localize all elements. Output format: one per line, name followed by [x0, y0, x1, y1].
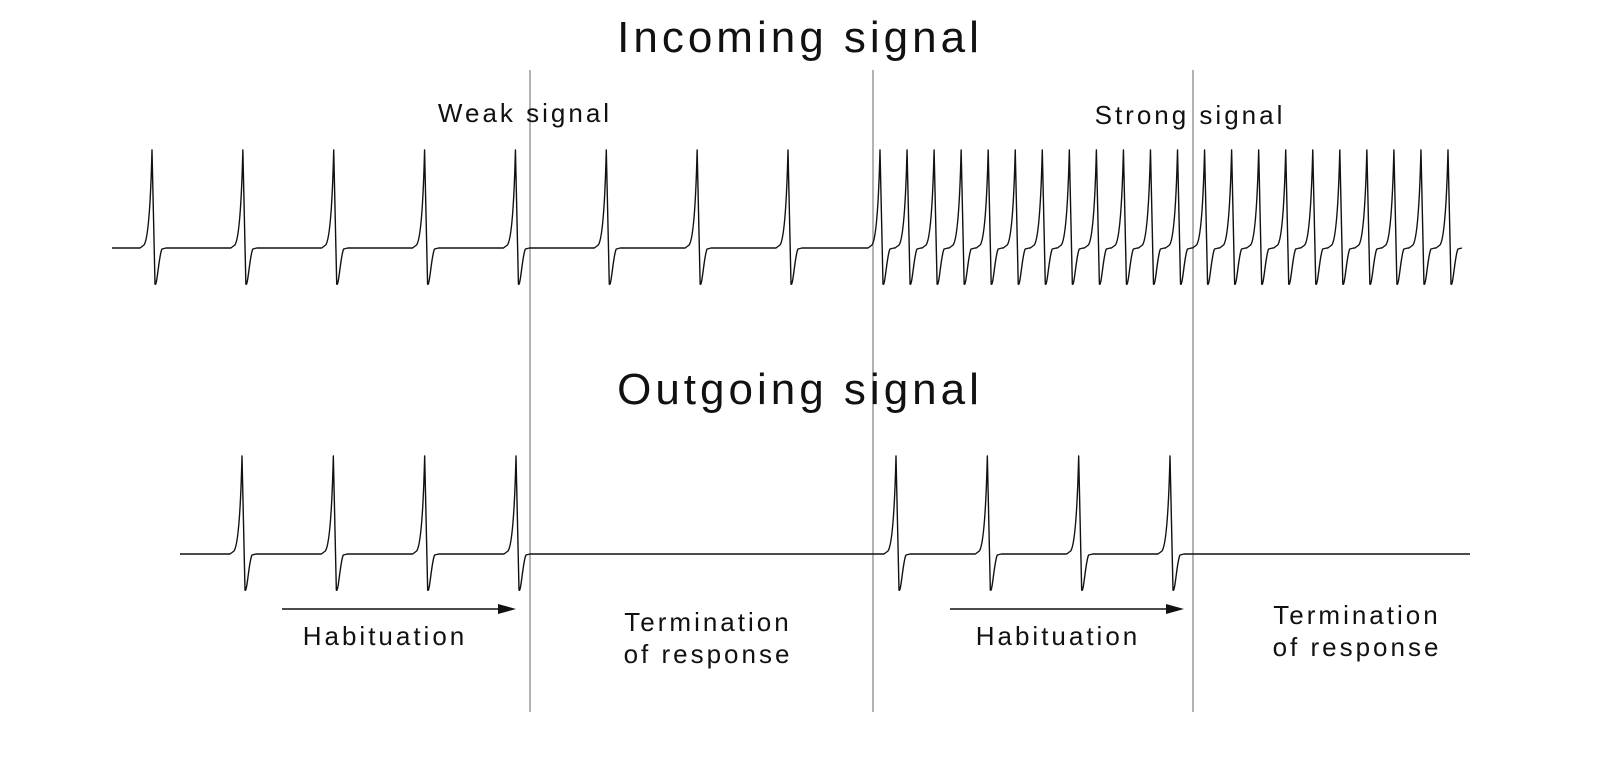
- outgoing-title: Outgoing signal: [617, 365, 983, 414]
- incoming-signal-trace: [112, 149, 1463, 285]
- termination-label-2b: of response: [1273, 632, 1442, 662]
- termination-label-2a: Termination: [1273, 600, 1440, 630]
- outgoing-signal-trace: [180, 455, 1470, 591]
- strong-signal-label: Strong signal: [1095, 100, 1286, 130]
- weak-signal-label: Weak signal: [438, 98, 612, 128]
- habituation-label-2: Habituation: [976, 621, 1141, 651]
- habituation-label-1: Habituation: [303, 621, 468, 651]
- habituation-arrow-1: [282, 604, 516, 614]
- termination-label-1b: of response: [624, 639, 793, 669]
- incoming-title: Incoming signal: [617, 13, 983, 62]
- termination-label-1a: Termination: [624, 607, 791, 637]
- habituation-arrow-2: [950, 604, 1184, 614]
